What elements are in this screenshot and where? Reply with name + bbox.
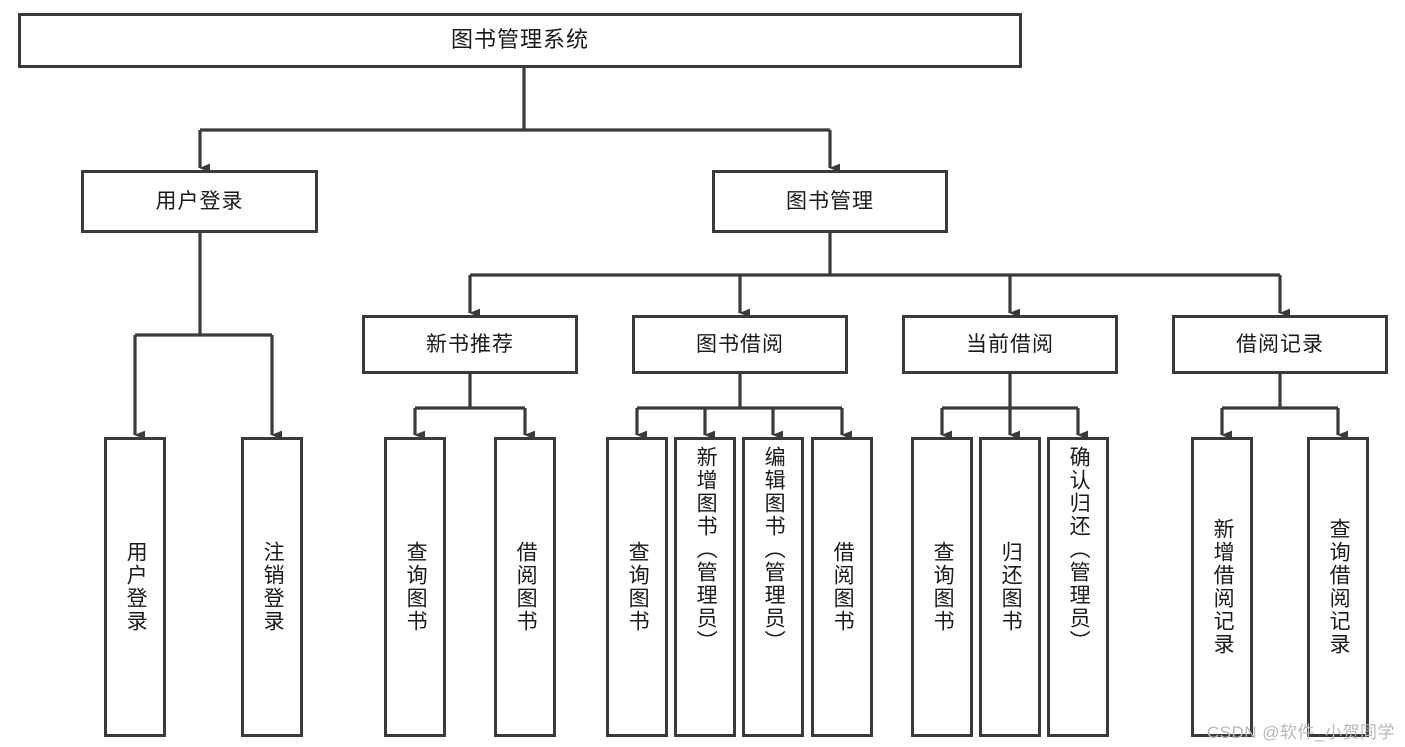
node-label: 注销登录 bbox=[261, 541, 285, 633]
leaf-borrow-book-borrow[interactable]: 借阅图书 bbox=[811, 437, 873, 737]
node-borrow-record[interactable]: 借阅记录 bbox=[1172, 315, 1388, 374]
leaf-return-book[interactable]: 归还图书 bbox=[979, 437, 1041, 737]
node-label: 当前借阅 bbox=[966, 332, 1054, 356]
node-label: 新增借阅记录 bbox=[1211, 518, 1235, 656]
node-label: 用户登录 bbox=[124, 541, 148, 633]
leaf-edit-book-admin[interactable]: 编辑图书（管理员） bbox=[742, 437, 804, 737]
node-label: 新增图书（管理员） bbox=[694, 446, 718, 653]
node-label: 借阅图书 bbox=[831, 541, 855, 633]
leaf-borrow-book-recommend[interactable]: 借阅图书 bbox=[494, 437, 556, 737]
node-label: 归还图书 bbox=[999, 541, 1023, 633]
node-label: 图书管理 bbox=[786, 189, 874, 213]
node-label: 借阅图书 bbox=[514, 541, 538, 633]
node-label: 图书管理系统 bbox=[450, 27, 589, 53]
node-current-borrow[interactable]: 当前借阅 bbox=[902, 315, 1118, 374]
leaf-query-book-recommend[interactable]: 查询图书 bbox=[384, 437, 446, 737]
node-book-borrow[interactable]: 图书借阅 bbox=[632, 315, 848, 374]
node-label: 用户登录 bbox=[155, 189, 244, 213]
node-book-management-system[interactable]: 图书管理系统 bbox=[18, 13, 1022, 68]
leaf-confirm-return-admin[interactable]: 确认归还（管理员） bbox=[1047, 437, 1109, 737]
leaf-add-borrow-record[interactable]: 新增借阅记录 bbox=[1191, 437, 1253, 737]
node-label: 查询图书 bbox=[931, 541, 955, 633]
node-label: 查询图书 bbox=[626, 541, 650, 633]
leaf-user-login[interactable]: 用户登录 bbox=[104, 437, 166, 737]
leaf-query-borrow-record[interactable]: 查询借阅记录 bbox=[1307, 437, 1369, 737]
node-label: 编辑图书（管理员） bbox=[762, 446, 786, 653]
node-label: 查询借阅记录 bbox=[1327, 518, 1351, 656]
node-label: 查询图书 bbox=[404, 541, 428, 633]
leaf-query-book-borrow[interactable]: 查询图书 bbox=[606, 437, 668, 737]
node-book-management[interactable]: 图书管理 bbox=[712, 170, 948, 233]
node-label: 确认归还（管理员） bbox=[1067, 446, 1091, 653]
node-user-login[interactable]: 用户登录 bbox=[81, 170, 318, 233]
leaf-query-book-current[interactable]: 查询图书 bbox=[911, 437, 973, 737]
node-label: 图书借阅 bbox=[696, 332, 784, 356]
node-label: 借阅记录 bbox=[1236, 332, 1324, 356]
node-label: 新书推荐 bbox=[426, 332, 514, 356]
leaf-add-book-admin[interactable]: 新增图书（管理员） bbox=[674, 437, 736, 737]
node-new-book-recommend[interactable]: 新书推荐 bbox=[362, 315, 578, 374]
leaf-user-logout[interactable]: 注销登录 bbox=[241, 437, 303, 737]
